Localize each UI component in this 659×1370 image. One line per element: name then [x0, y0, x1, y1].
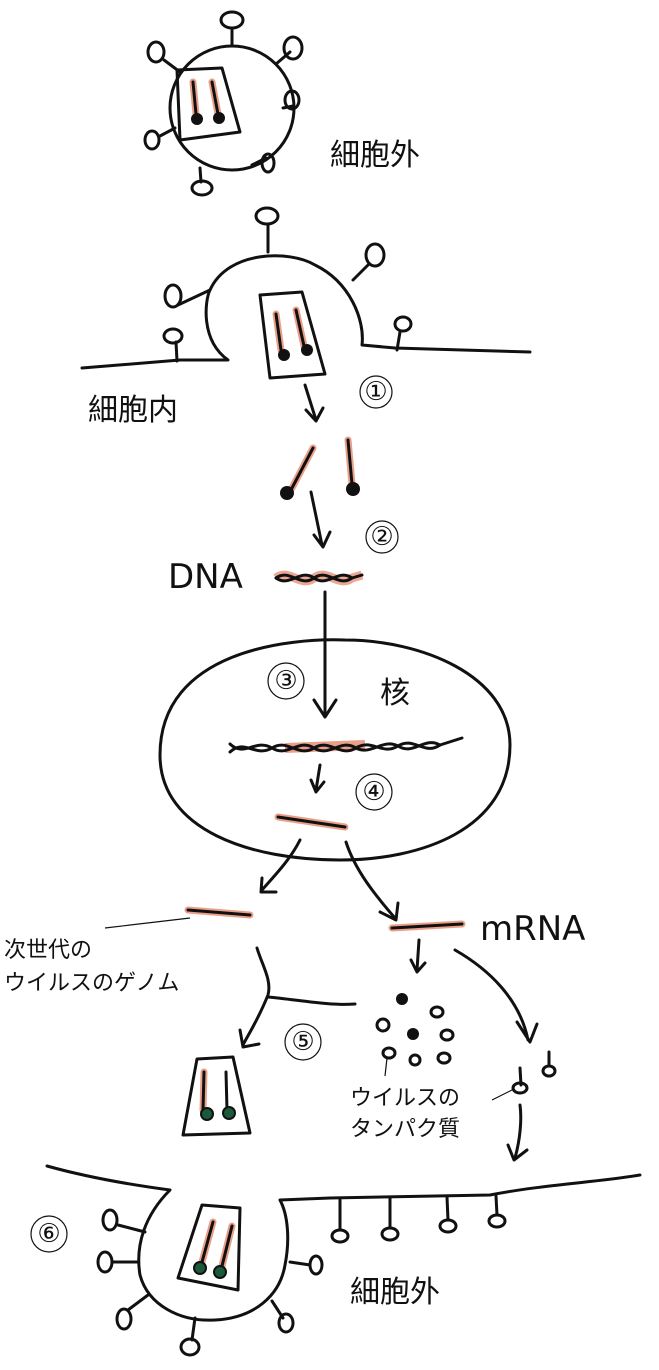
arrow-icon [303, 383, 325, 423]
step-3-marker: ③ [267, 662, 305, 700]
label-dna: DNA [168, 557, 243, 597]
membrane-spike-proteins [330, 1194, 507, 1244]
label-extracellular-bottom: 細胞外 [350, 1275, 440, 1310]
viral-proteins [375, 993, 557, 1101]
step-1-marker: ① [359, 375, 393, 409]
arrow-icon [453, 948, 539, 1044]
arrow-icon [409, 938, 427, 974]
transcript-rna [274, 813, 349, 831]
step-2-marker: ② [365, 520, 399, 554]
label-viral-protein-2: タンパク質 [350, 1117, 460, 1142]
step-5-label: ⑤ [291, 1027, 314, 1057]
step-2-label: ② [370, 522, 393, 552]
label-viral-protein-1: ウイルスの [350, 1086, 460, 1111]
label-nucleus: 核 [380, 676, 410, 711]
capsid [175, 66, 242, 142]
arrow-icon [238, 946, 271, 1049]
assembly-join-line [266, 995, 357, 1006]
assembled-capsid [181, 1055, 252, 1137]
arrow-icon [344, 840, 400, 922]
membrane-endocytosis [80, 206, 532, 380]
step-5-marker: ⑤ [284, 1023, 322, 1061]
integrated-dna [228, 736, 464, 754]
membrane-budding [45, 1164, 642, 1357]
step-4-marker: ④ [355, 773, 393, 811]
step-3-label: ③ [274, 666, 297, 696]
arrow-icon [309, 490, 332, 549]
label-extracellular-top: 細胞外 [330, 138, 420, 173]
leader-line [104, 917, 191, 929]
mrna-strand [388, 920, 466, 932]
arrow-icon [312, 590, 338, 719]
label-next-gen-genome-1: 次世代の [4, 938, 92, 963]
label-intracellular: 細胞内 [88, 393, 178, 428]
step-6-marker: ⑥ [30, 1215, 68, 1253]
arrow-icon [309, 763, 326, 794]
arrow-icon [506, 1103, 529, 1162]
step-1-label: ① [364, 377, 387, 407]
label-next-gen-genome-2: ウイルスのゲノム [4, 971, 179, 996]
virus-particle-top [143, 10, 304, 197]
released-genome [280, 436, 360, 500]
step-4-label: ④ [362, 777, 385, 807]
spike-proteins [143, 10, 304, 197]
nucleus [158, 638, 512, 862]
label-mrna: mRNA [480, 909, 585, 949]
step-6-label: ⑥ [37, 1219, 60, 1249]
next-gen-genome-rna [184, 906, 254, 919]
arrow-icon [259, 838, 302, 894]
dna-double-helix [273, 570, 364, 586]
